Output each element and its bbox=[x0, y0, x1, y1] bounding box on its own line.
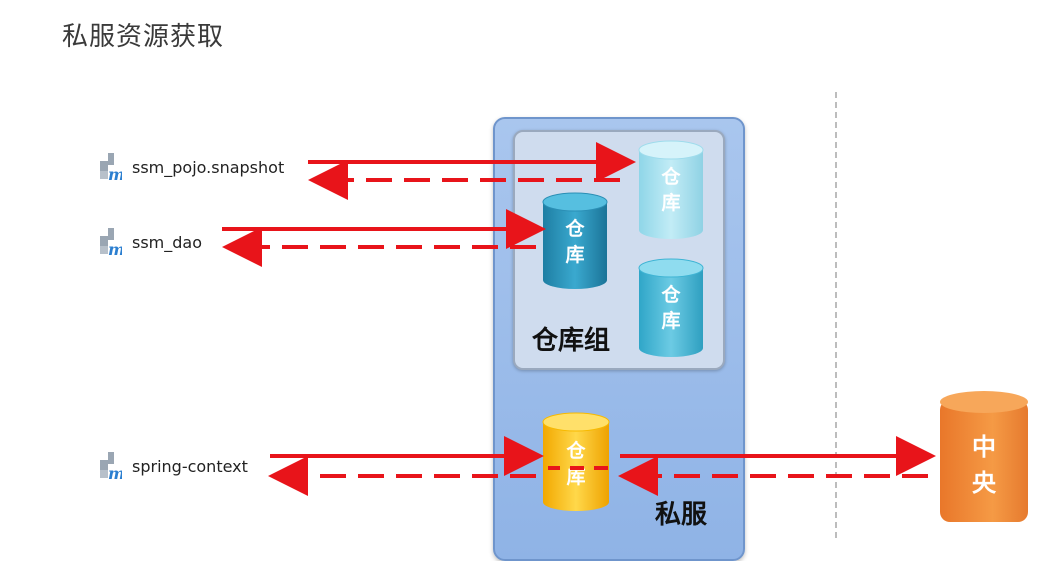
svg-text:m: m bbox=[108, 240, 122, 256]
central-label-bottom: 央 bbox=[972, 469, 996, 497]
svg-text:m: m bbox=[108, 464, 122, 480]
cylinder-icon bbox=[638, 258, 704, 357]
project-spring-context[interactable]: m spring-context bbox=[100, 452, 248, 480]
svg-text:m: m bbox=[108, 165, 122, 181]
project-name: ssm_pojo.snapshot bbox=[132, 157, 285, 177]
project-name: spring-context bbox=[132, 456, 248, 476]
project-ssm-pojo[interactable]: m ssm_pojo.snapshot bbox=[100, 153, 284, 181]
maven-module-icon: m bbox=[100, 452, 122, 480]
cylinder-icon bbox=[638, 140, 704, 239]
project-ssm-dao[interactable]: m ssm_dao bbox=[100, 228, 202, 256]
flow-arrows bbox=[222, 142, 936, 496]
maven-module-icon: m bbox=[100, 228, 122, 256]
page-title: 私服资源获取 bbox=[62, 22, 225, 52]
central-repository: 中 央 bbox=[940, 400, 1028, 522]
central-repository-cap bbox=[940, 391, 1028, 413]
central-label-top: 中 bbox=[972, 433, 996, 461]
maven-module-icon: m bbox=[100, 153, 122, 181]
private-server-label: 私服 bbox=[655, 500, 708, 530]
repository-group-label: 仓库组 bbox=[532, 326, 611, 356]
network-divider bbox=[835, 92, 837, 538]
cylinder-icon bbox=[542, 192, 608, 289]
project-name: ssm_dao bbox=[132, 232, 203, 252]
